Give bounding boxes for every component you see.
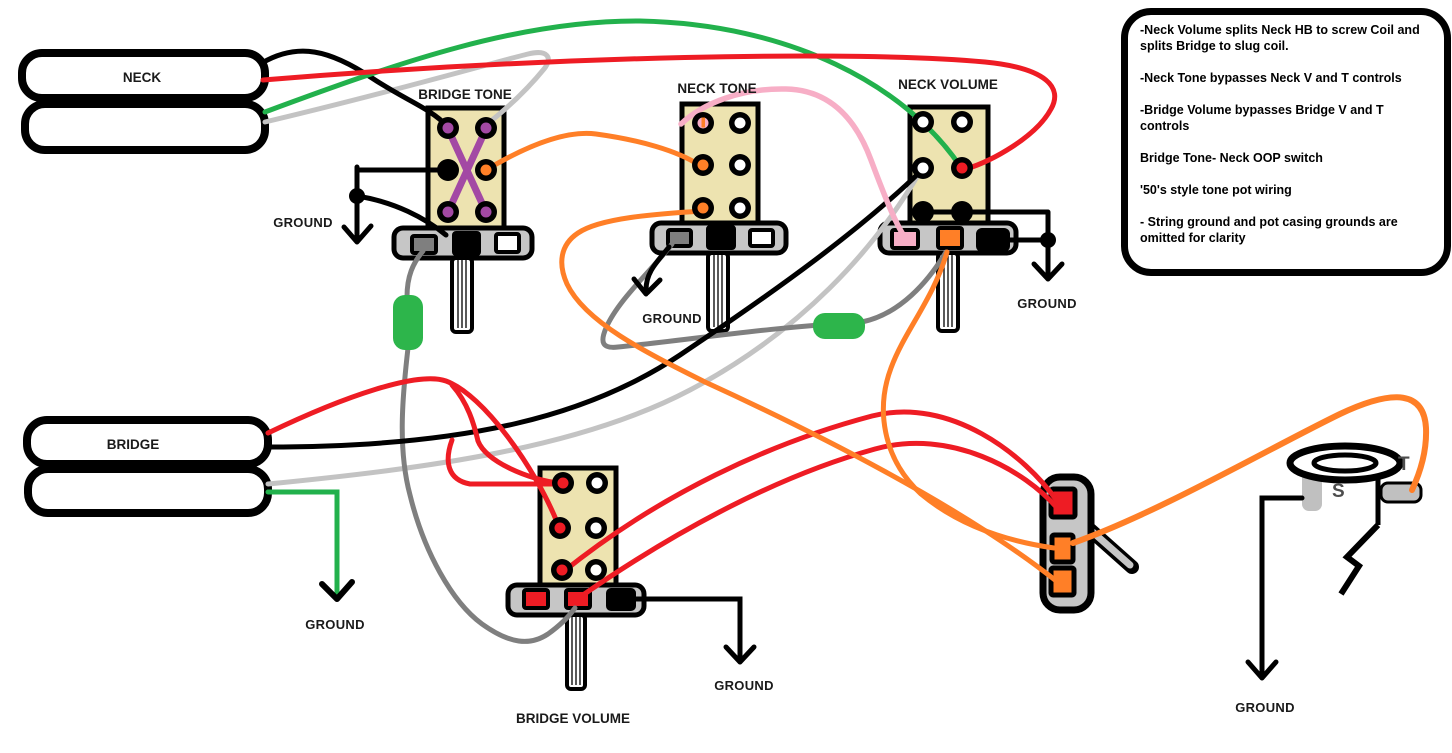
wire-neck-tone-to-switch	[559, 208, 1058, 583]
tone-capacitor-neck	[813, 313, 865, 339]
coil-split-switch	[1039, 473, 1139, 614]
pot-eyelets	[437, 111, 973, 581]
wire-neck-green	[262, 18, 963, 169]
bridge-tone-shaft-knurl	[457, 260, 467, 328]
ground-label-neck-tone: GROUND	[642, 311, 702, 326]
wire-bridge-black	[265, 168, 924, 450]
wire-red-branch-b	[445, 437, 560, 487]
note-line: -Bridge Volume bypasses Bridge V and T c…	[1140, 103, 1384, 133]
wire-neck-screw-black	[259, 48, 450, 129]
ground-label-neck-volume: GROUND	[1017, 296, 1077, 311]
ground-to-casing-curve	[354, 193, 449, 238]
neck-pickup	[18, 49, 269, 154]
ground-arrow-neck-tone	[631, 276, 663, 297]
bridge-volume-lug-right	[606, 588, 636, 611]
bridge-pickup-coil-slug	[24, 465, 272, 517]
ground-label-bridge-volume: GROUND	[714, 678, 774, 693]
jack-ring-inner	[1311, 452, 1379, 474]
neck-volume-pot	[877, 104, 1019, 333]
ground-label-bridge-pickup: GROUND	[305, 617, 365, 632]
notes-box: -Neck Volume splits Neck HB to screw Coi…	[1121, 8, 1451, 276]
ground-arrow-bridge-pickup	[319, 579, 355, 602]
output-jack	[1286, 442, 1423, 596]
ground-label-bridge-tone: GROUND	[273, 215, 333, 230]
wire-bridge-tone-lug-to-cap	[404, 248, 426, 300]
neck-tone-lug-middle	[706, 225, 736, 250]
ground-run-bridge-volume	[630, 596, 743, 664]
note-line: Bridge Tone- Neck OOP switch	[1140, 151, 1323, 165]
ground-arrow-bridge-volume	[723, 644, 757, 665]
bridge-volume-shaft-knurl	[571, 617, 581, 685]
ground-arrow-neck-volume	[1031, 261, 1065, 282]
junction-dot-neck-volume	[1040, 232, 1056, 248]
bridge-tone-lug-right	[494, 232, 521, 254]
tone-capacitor-bridge	[393, 295, 423, 350]
neck-pickup-label: NECK	[123, 70, 162, 85]
bridge-volume-lug-left	[522, 588, 550, 610]
note-line: -Neck Volume splits Neck HB to screw Coi…	[1140, 23, 1420, 53]
wire-neck-tone-cap-run	[600, 241, 949, 350]
bridge-tone-lug-middle	[452, 231, 481, 256]
neck-volume-lug-left	[890, 228, 920, 250]
wires	[259, 18, 1430, 681]
bridge-pickup	[23, 416, 272, 517]
neck-tone-lug-left	[666, 228, 693, 248]
wire-bridge-tone-to-neck-tone	[483, 130, 702, 173]
wire-cap-to-bridge-volume	[399, 345, 578, 644]
jack-prong	[1338, 522, 1381, 596]
neck-volume-lug-middle	[936, 226, 964, 250]
neck-tone-lug-right	[748, 228, 775, 248]
note-line: - String ground and pot casing grounds a…	[1140, 215, 1398, 245]
switch-lug-bottom	[1048, 565, 1077, 598]
neck-volume-lug-right	[976, 228, 1010, 252]
wire-bridge-slug-gray	[265, 167, 924, 487]
note-line: '50's style tone pot wiring	[1140, 183, 1292, 197]
wire-neck-tone-to-neck-volume-pink	[678, 86, 907, 239]
wire-bridge-volume-to-switch-1	[560, 409, 1060, 575]
jack-tip-label: T	[1398, 454, 1410, 475]
wire-bridge-hot-red	[265, 376, 560, 525]
junction-dot-left	[349, 188, 365, 204]
note-line: -Neck Tone bypasses Neck V and T control…	[1140, 71, 1402, 85]
bridge-volume-pot	[505, 465, 647, 691]
neck-volume-label: NECK VOLUME	[898, 77, 998, 92]
wire-oop-cross-2	[444, 125, 490, 216]
ground-arrow-jack	[1245, 659, 1279, 681]
wire-red-branch-a	[449, 382, 562, 486]
ground-arrow-bridge-tone	[341, 223, 374, 245]
wire-bridge-volume-to-switch-2	[577, 440, 1061, 600]
jack-sleeve-label: S	[1332, 481, 1345, 502]
ground-run-jack	[1259, 495, 1305, 680]
bridge-tone-label: BRIDGE TONE	[418, 87, 512, 102]
bridge-pickup-label: BRIDGE	[107, 437, 160, 452]
bridge-pickup-coil-screw	[23, 416, 272, 468]
bridge-volume-label: BRIDGE VOLUME	[516, 711, 630, 726]
wire-neck-volume-to-switch	[880, 249, 1057, 551]
ground-run-neck-tone	[643, 244, 672, 293]
neck-tone-shaft-knurl	[713, 255, 723, 327]
wire-switch-to-jack-tip	[1070, 394, 1430, 546]
neck-pickup-coil-slug	[21, 100, 269, 154]
neck-pickup-coil-screw	[18, 49, 269, 102]
ground-label-jack: GROUND	[1235, 700, 1295, 715]
wire-neck-hot-red	[260, 53, 1058, 172]
neck-tone-label: NECK TONE	[677, 81, 756, 96]
ground-run-bridge-pickup	[265, 489, 340, 600]
